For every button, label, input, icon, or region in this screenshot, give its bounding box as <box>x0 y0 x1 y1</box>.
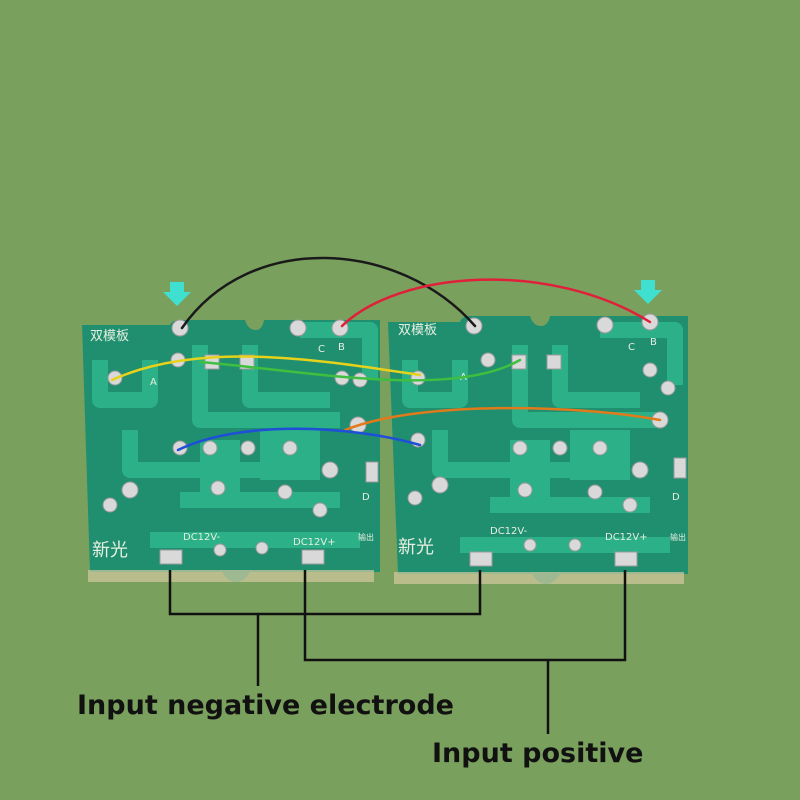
board-left <box>82 320 380 582</box>
svg-text:DC12V+: DC12V+ <box>293 537 336 548</box>
wire-green <box>198 358 522 382</box>
svg-text:D: D <box>362 492 370 503</box>
svg-text:输出: 输出 <box>670 532 686 542</box>
svg-text:B: B <box>338 342 345 353</box>
svg-text:C: C <box>318 344 325 355</box>
label-input-negative: Input negative electrode <box>77 690 454 721</box>
svg-text:DC12V-: DC12V- <box>183 532 221 543</box>
arrow-down-icon <box>634 280 662 304</box>
svg-text:D: D <box>672 492 680 503</box>
negative-bracket <box>168 570 482 616</box>
wire-red <box>340 278 652 328</box>
svg-text:C: C <box>628 342 635 353</box>
arrow-down-icon <box>163 282 191 306</box>
svg-text:B: B <box>650 337 657 348</box>
svg-text:新光: 新光 <box>398 537 434 558</box>
wire-blue <box>176 427 422 452</box>
wire-yellow <box>110 355 422 382</box>
arrow-icons <box>163 280 662 306</box>
svg-text:DC12V+: DC12V+ <box>605 532 648 543</box>
annotation-lines <box>168 570 627 734</box>
wire-orange <box>343 406 662 432</box>
solder-pads <box>102 313 687 567</box>
jumper-wires <box>110 256 662 452</box>
positive-bracket <box>303 570 627 662</box>
svg-text:输出: 输出 <box>358 532 374 542</box>
svg-text:DC12V-: DC12V- <box>490 526 528 537</box>
svg-text:双模板: 双模板 <box>398 323 437 338</box>
svg-text:双模板: 双模板 <box>90 329 129 344</box>
label-input-positive: Input positive <box>432 738 644 769</box>
silkscreen-left: 双模板 新光 DC12V- DC12V+ A C B D 输出 <box>90 329 374 561</box>
svg-text:新光: 新光 <box>92 540 128 561</box>
wire-black <box>180 256 477 330</box>
svg-text:A: A <box>150 377 157 388</box>
